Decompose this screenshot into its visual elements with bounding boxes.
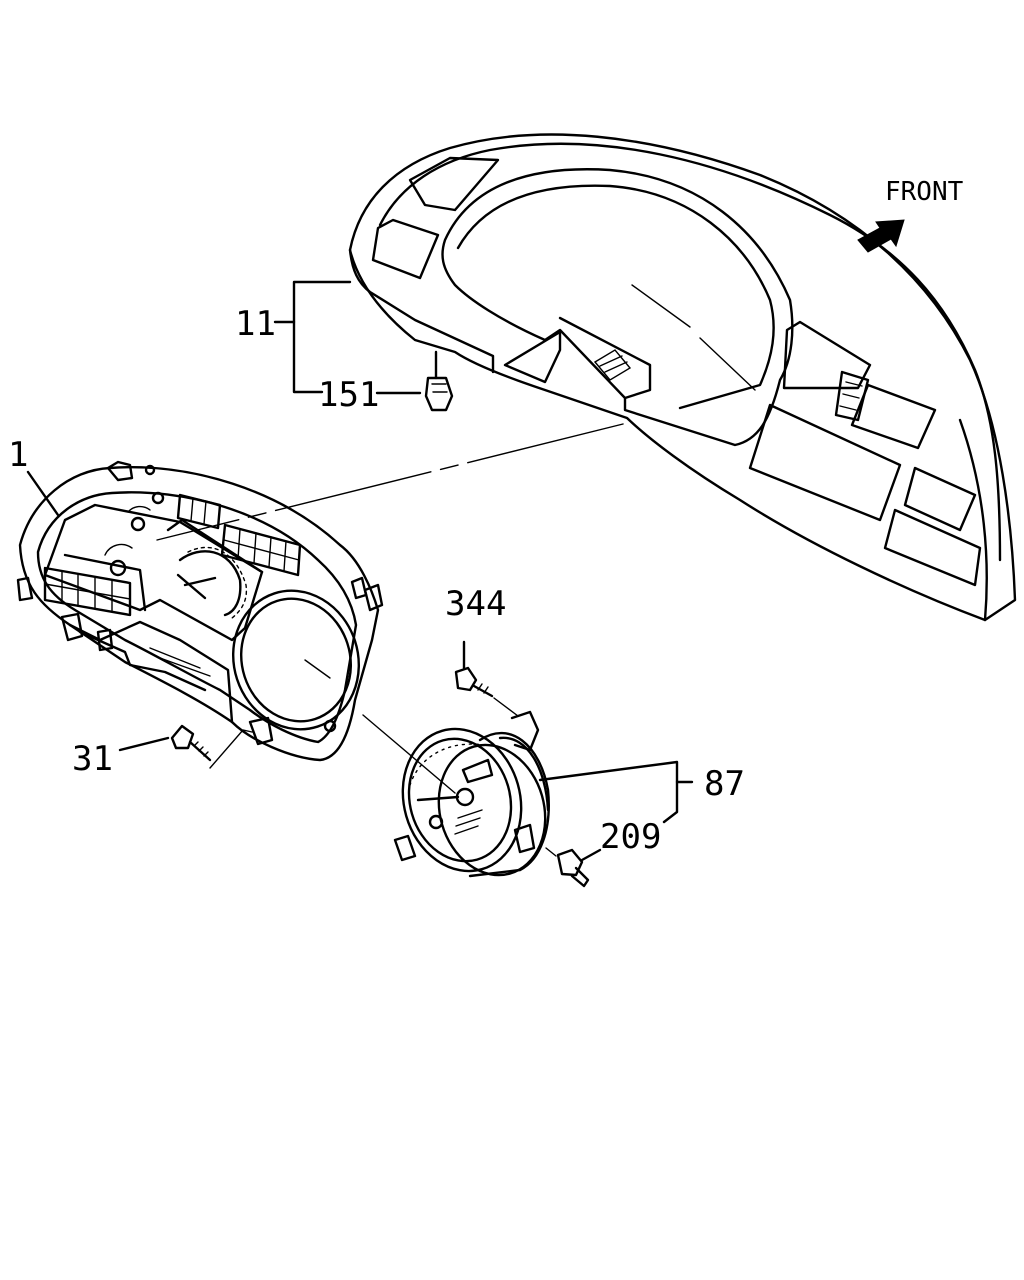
front-arrow-icon: [857, 219, 905, 253]
callout-87-label: 87: [704, 764, 745, 804]
callout-151-label: 151: [318, 375, 379, 415]
callout-344: 344: [445, 584, 506, 624]
callout-11-label: 11: [235, 304, 276, 344]
callout-344-label: 344: [445, 584, 506, 624]
front-indicator: FRONT: [857, 177, 964, 253]
callout-151: 151: [318, 375, 422, 415]
bulb-part-209: [545, 847, 590, 888]
callout-209-label: 209: [600, 817, 661, 857]
cluster-housing-part-11: [348, 133, 1017, 622]
gauge-part-87: [393, 710, 550, 878]
screw-part-31: [170, 724, 253, 769]
callout-209: 209: [580, 817, 661, 862]
callout-31: 31: [72, 736, 170, 779]
gauge-alignment-line: [362, 714, 456, 794]
callout-1: 1: [8, 435, 60, 517]
callout-31-label: 31: [72, 739, 113, 779]
callout-11: 11: [235, 280, 352, 394]
front-label: FRONT: [885, 177, 964, 207]
alignment-line: [156, 423, 624, 541]
callout-87: 87: [538, 760, 745, 824]
clip-part-151: [424, 350, 454, 412]
meter-cluster-part-1: [16, 460, 384, 762]
screw-part-344: [454, 640, 519, 717]
callout-1-label: 1: [8, 435, 28, 475]
